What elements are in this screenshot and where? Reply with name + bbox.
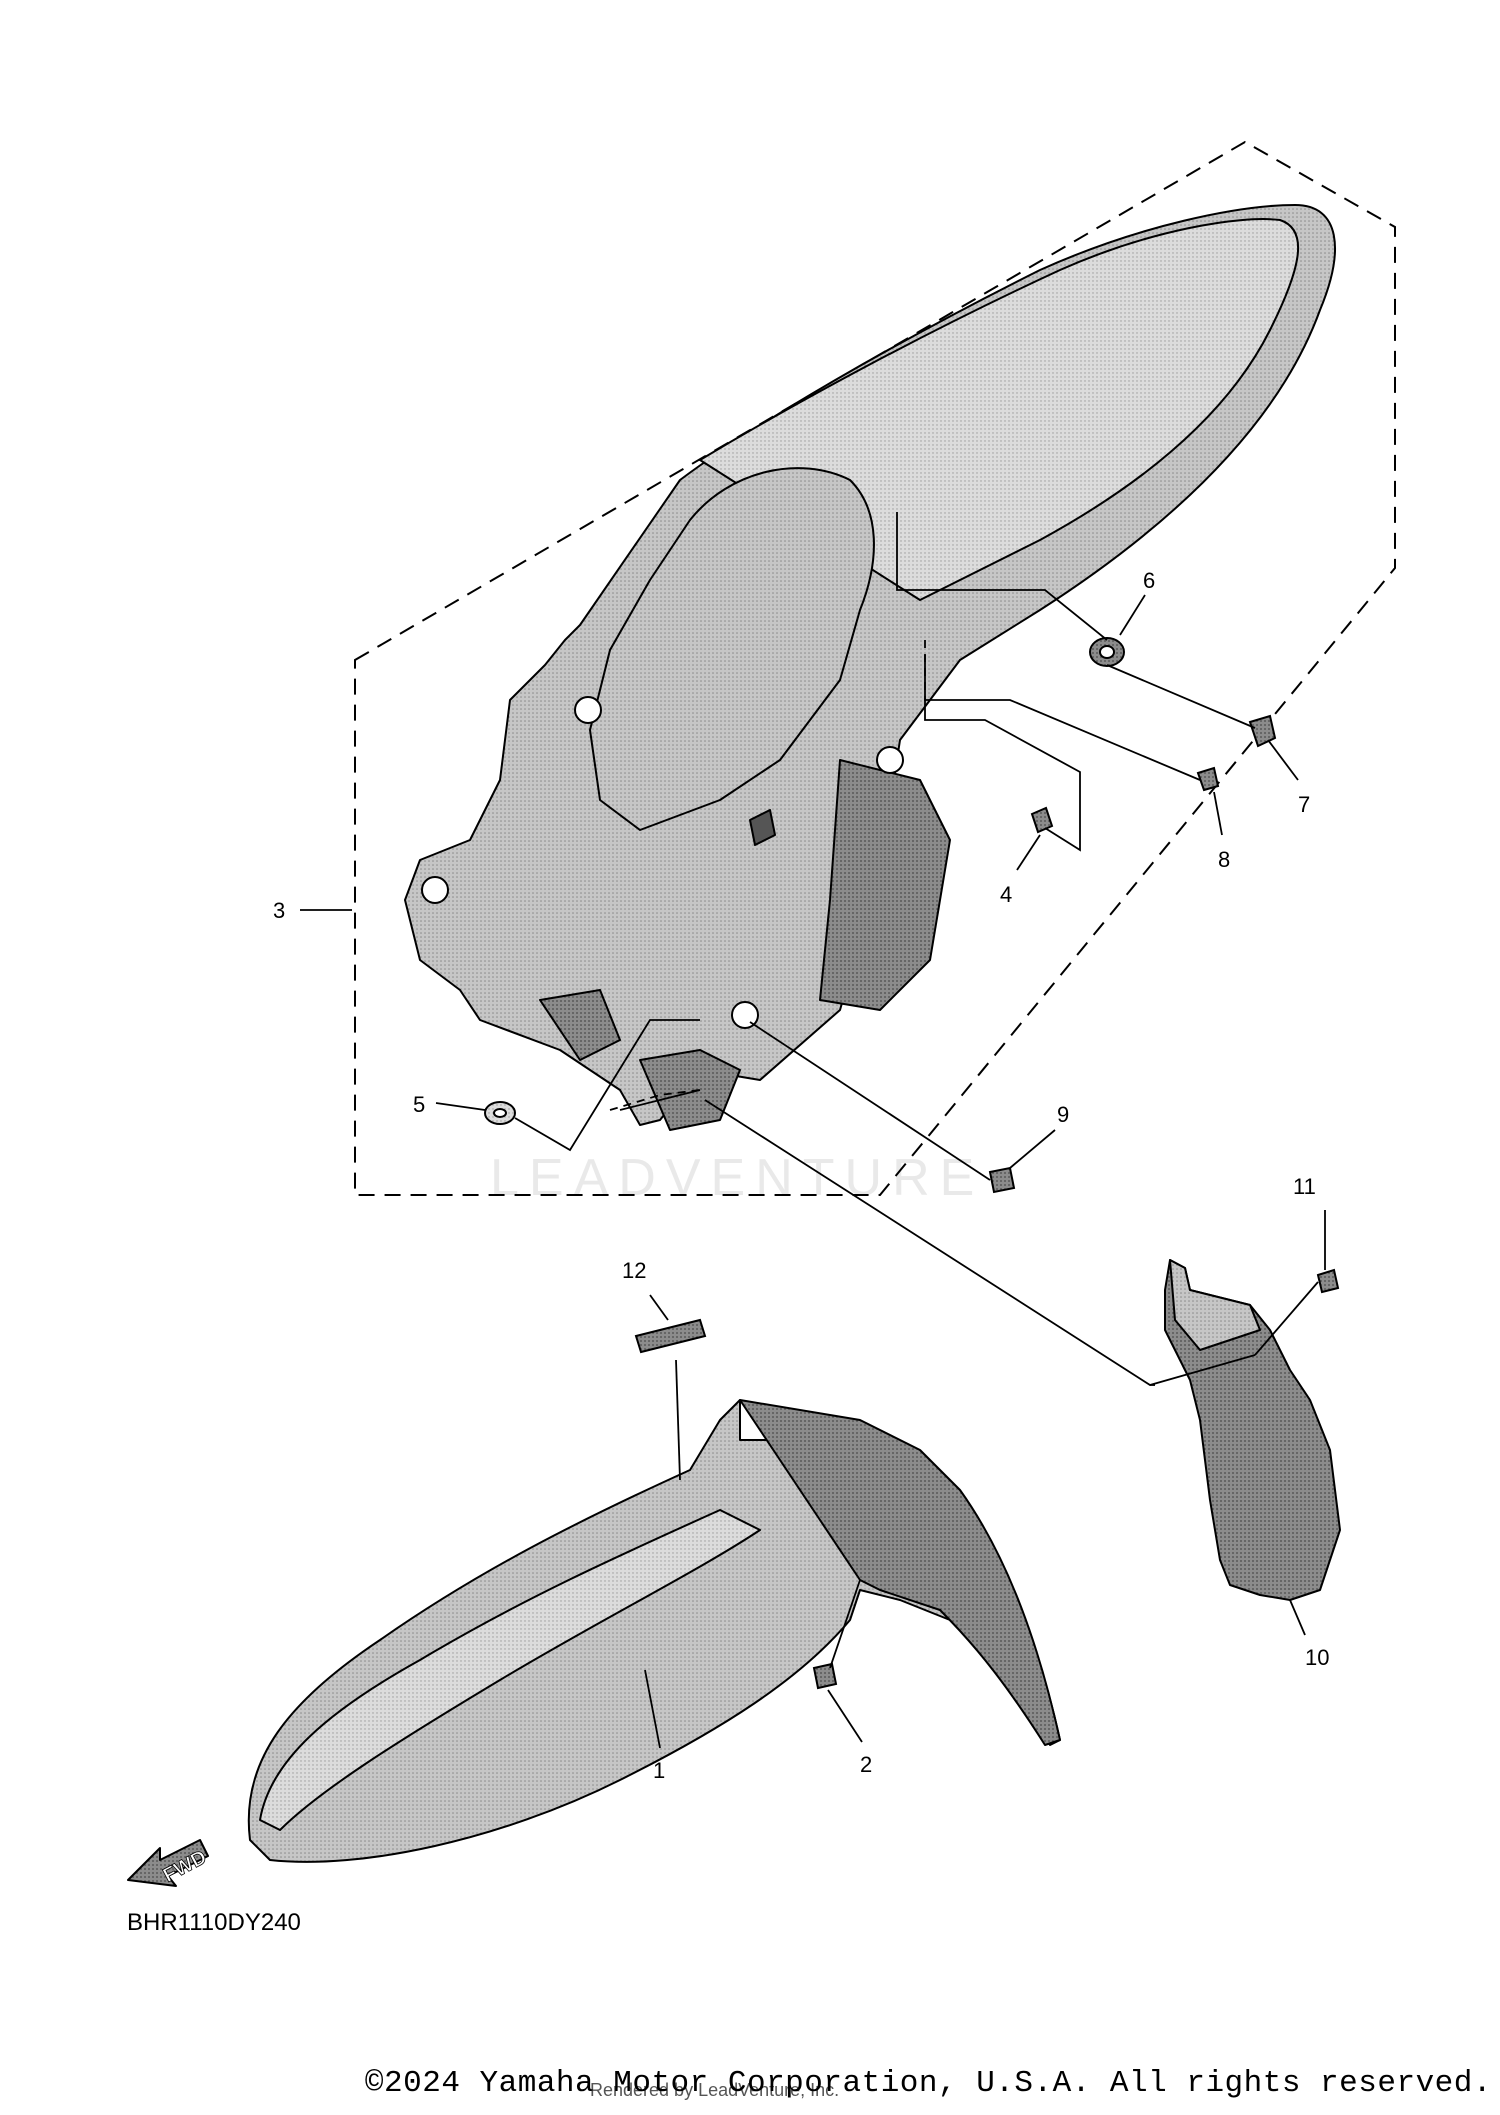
hidden-lines bbox=[609, 640, 926, 1111]
bolt-part-7 bbox=[1248, 714, 1277, 748]
callout-3: 3 bbox=[273, 898, 285, 923]
mud-flap bbox=[1164, 1259, 1341, 1601]
callout-6: 6 bbox=[1143, 568, 1155, 593]
callout-12: 12 bbox=[622, 1258, 646, 1283]
hardware-parts bbox=[484, 637, 1340, 1690]
callout-7: 7 bbox=[1298, 792, 1310, 817]
forward-arrow-icon: FWD bbox=[127, 1839, 211, 1887]
callout-9: 9 bbox=[1057, 1102, 1069, 1127]
bolt-part-8 bbox=[1196, 766, 1220, 792]
callout-2: 2 bbox=[860, 1752, 872, 1777]
assembly-outline bbox=[354, 140, 1396, 1196]
rendered-by-text: Rendered by LeadVenture, Inc. bbox=[590, 2080, 840, 2100]
front-fender bbox=[247, 1399, 1061, 1863]
bolt-part-11 bbox=[1316, 1268, 1340, 1294]
callout-1: 1 bbox=[653, 1758, 665, 1783]
label-part-12 bbox=[634, 1318, 707, 1354]
nut-part-9 bbox=[988, 1166, 1016, 1194]
rear-fender bbox=[404, 204, 1336, 1131]
callout-8: 8 bbox=[1218, 847, 1230, 872]
leader-lines bbox=[514, 512, 1319, 1669]
callout-10: 10 bbox=[1305, 1645, 1329, 1670]
callout-numbers: 1 2 3 4 5 6 7 8 9 10 11 12 bbox=[273, 568, 1329, 1783]
copyright-text: ©2024 Yamaha Motor Corporation, U.S.A. A… bbox=[364, 2066, 1492, 2101]
watermark-text: LEADVENTURE bbox=[490, 1149, 984, 1207]
callout-11: 11 bbox=[1293, 1174, 1316, 1199]
callout-5: 5 bbox=[413, 1092, 425, 1117]
clip-part-4 bbox=[1030, 806, 1054, 834]
bolt-part-2 bbox=[812, 1662, 838, 1690]
callout-4: 4 bbox=[1000, 882, 1012, 907]
callout-leaders bbox=[300, 594, 1326, 1749]
diagram-part-code: BHR1110DY240 bbox=[127, 1909, 301, 1936]
